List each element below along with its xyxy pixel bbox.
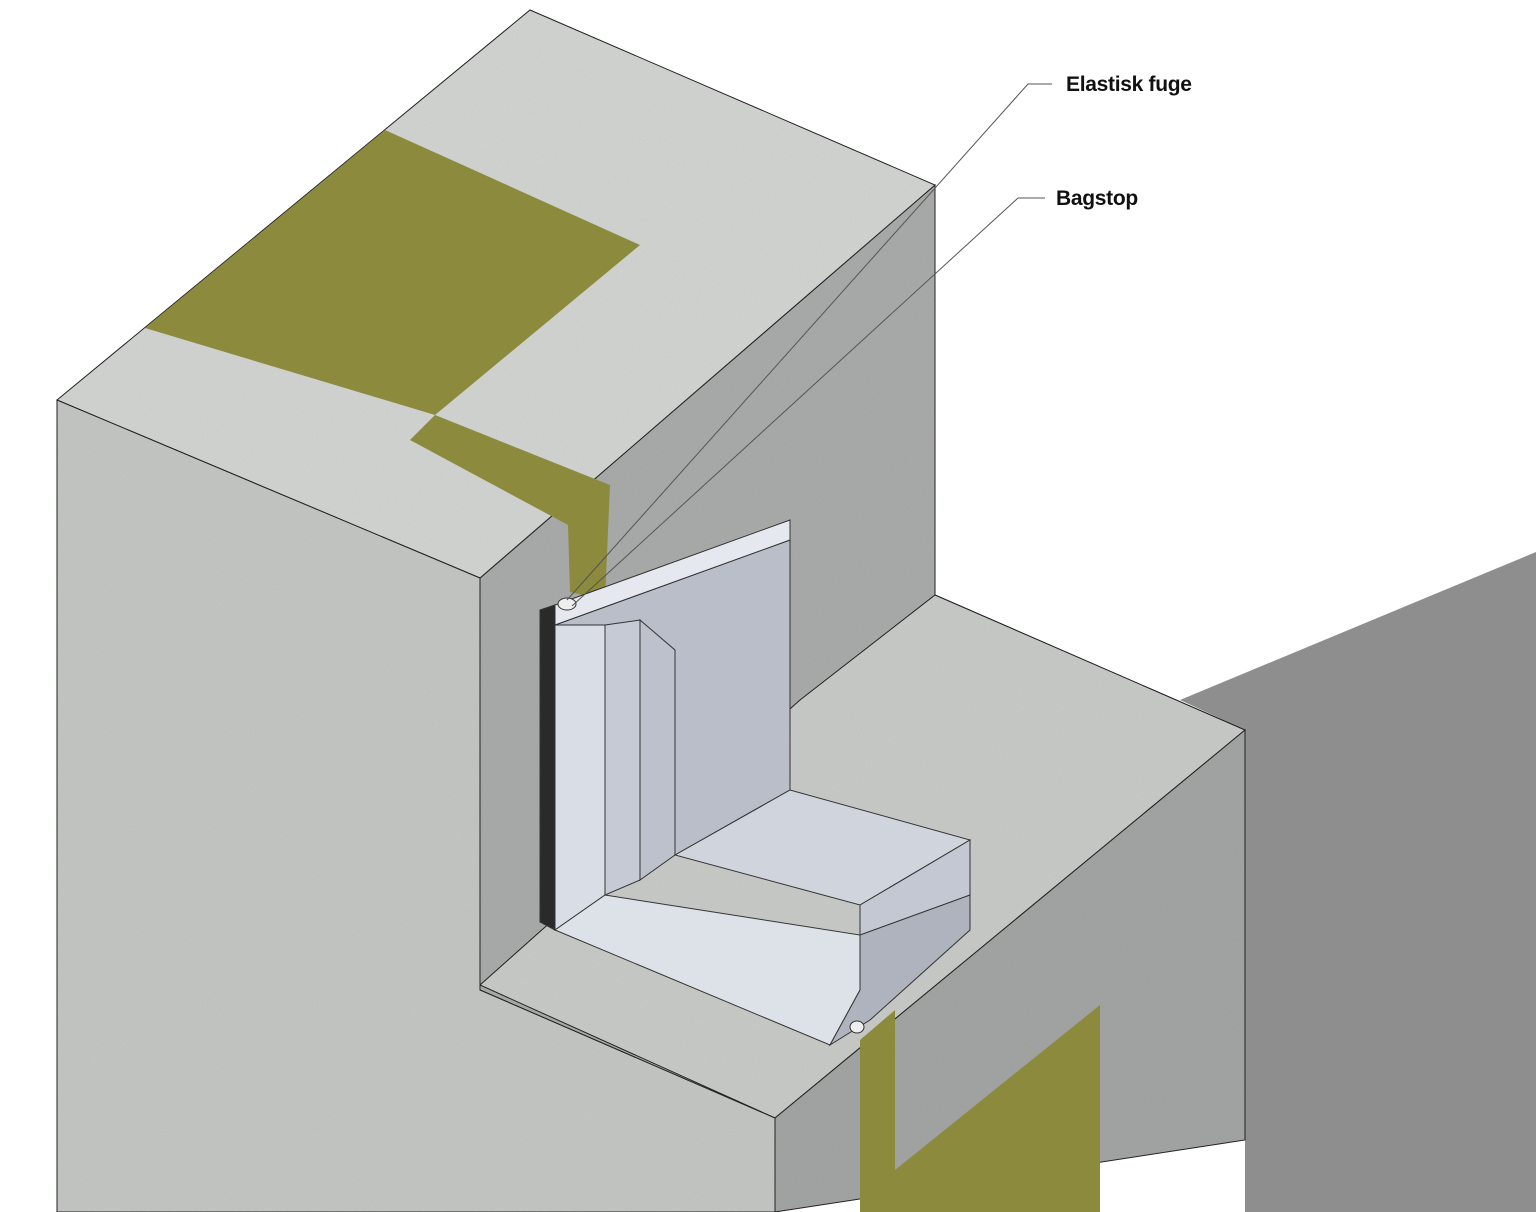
insulation-strip	[410, 415, 610, 600]
front-face	[56, 399, 776, 1212]
leader-line-backstop	[571, 197, 1045, 607]
label-elastic-joint: Elastisk fuge	[1066, 73, 1192, 96]
leader-line-elastic-joint	[566, 83, 1052, 601]
insulation-top	[145, 130, 640, 415]
label-backstop: Bagstop	[1056, 187, 1138, 210]
aluminium-frame	[539, 519, 972, 1047]
insulation-lower	[860, 1005, 1100, 1212]
cast-shadow	[1180, 552, 1536, 1212]
